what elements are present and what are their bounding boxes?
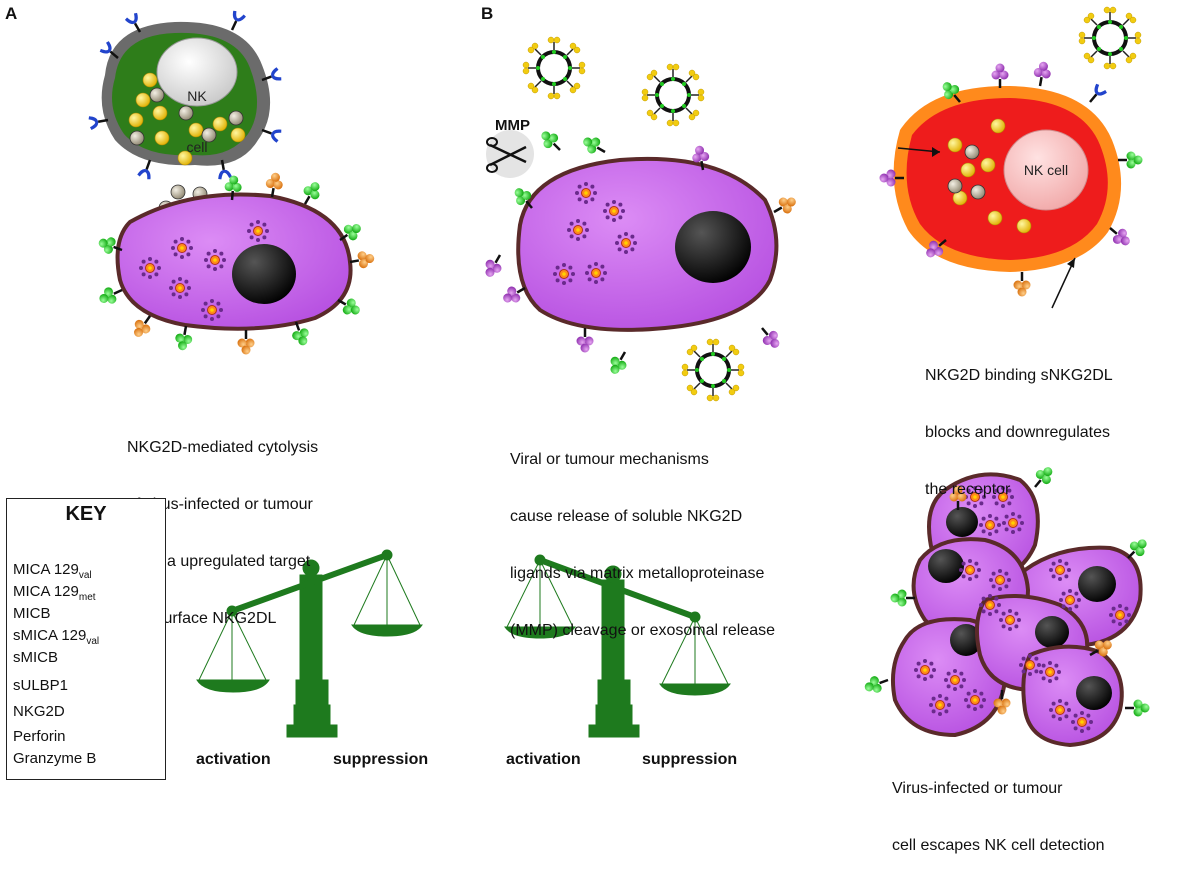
caption-blocking: NKG2D binding sNKG2DL blocks and downreg…	[925, 328, 1113, 518]
nk-cell-label-top: NK cell	[167, 54, 227, 173]
key-item-sulbp1: sULBP1	[13, 677, 68, 694]
caption-line: blocks and downregulates	[925, 424, 1111, 441]
scale-suppression	[504, 554, 731, 738]
caption-line: Viral or tumour mechanisms	[510, 451, 709, 468]
key-item-granzyme: Granzyme B	[13, 750, 96, 767]
key-item-label: sMICA 129	[13, 627, 87, 644]
caption-line: Virus-infected or tumour	[892, 780, 1063, 797]
key-item-label: sULBP1	[13, 677, 69, 694]
key-item-smica-val: sMICA 129val	[13, 627, 99, 647]
nk-cell-label-right: NK cell	[1023, 162, 1069, 178]
key-item-label: MICB	[13, 605, 51, 622]
key-item-mica-met: MICA 129met	[13, 583, 96, 603]
key-item-mica-val: MICA 129val	[13, 561, 92, 581]
nk-label-line-1: NK	[187, 88, 207, 104]
caption-line: cell escapes NK cell detection	[892, 837, 1105, 854]
key-item-label: MICA 129	[13, 583, 79, 600]
key-item-label: MICA 129	[13, 561, 79, 578]
scale-left-activation: activation	[196, 751, 271, 768]
panel-label-b: B	[481, 4, 494, 23]
target-cell-b	[516, 156, 779, 332]
caption-escape: Virus-infected or tumour cell escapes NK…	[892, 741, 1105, 874]
key-item-nkg2d: NKG2D	[13, 703, 65, 720]
key-item-sub: val	[78, 570, 92, 581]
key-item-sub: met	[78, 592, 96, 603]
diagram-canvas	[86, 5, 1153, 767]
scale-right-suppression: suppression	[642, 751, 738, 768]
target-cell-a	[94, 170, 377, 356]
scale-activation	[196, 549, 423, 738]
key-item-perforin: Perforin	[13, 728, 66, 745]
key-item-smicb: sMICB	[13, 649, 58, 666]
key-item-sub: val	[86, 636, 100, 647]
key-item-label: Perforin	[13, 728, 66, 745]
mmp-label: MMP	[495, 117, 530, 134]
nk-cell-right	[878, 5, 1144, 309]
caption-line: cause release of soluble NKG2D	[510, 508, 743, 525]
caption-line: ligands via matrix metalloproteinase	[510, 565, 765, 582]
scale-left-suppression: suppression	[333, 751, 429, 768]
caption-release: Viral or tumour mechanisms cause release…	[510, 412, 775, 659]
key-item-label: sMICB	[13, 649, 58, 666]
cell-cluster	[860, 461, 1153, 748]
panel-label-a: A	[5, 4, 18, 23]
key-item-label: Granzyme B	[13, 750, 97, 767]
caption-line: (MMP) cleavage or exosomal release	[510, 622, 775, 639]
key-item-micb: MICB	[13, 605, 51, 622]
key-title: KEY	[65, 503, 107, 525]
nk-label-line-2: cell	[186, 139, 208, 155]
caption-line: NKG2D binding sNKG2DL	[925, 367, 1113, 384]
key-item-label: NKG2D	[13, 703, 65, 720]
caption-line: NKG2D-mediated cytolysis	[127, 439, 319, 456]
nk-cell-top	[86, 8, 284, 182]
scissors-icon	[486, 130, 534, 178]
scale-right-activation: activation	[506, 751, 581, 768]
caption-line: the receptor	[925, 481, 1011, 498]
key-legend: KEY MICA 129val MICA 129met MICB sMICA 1…	[6, 498, 166, 780]
